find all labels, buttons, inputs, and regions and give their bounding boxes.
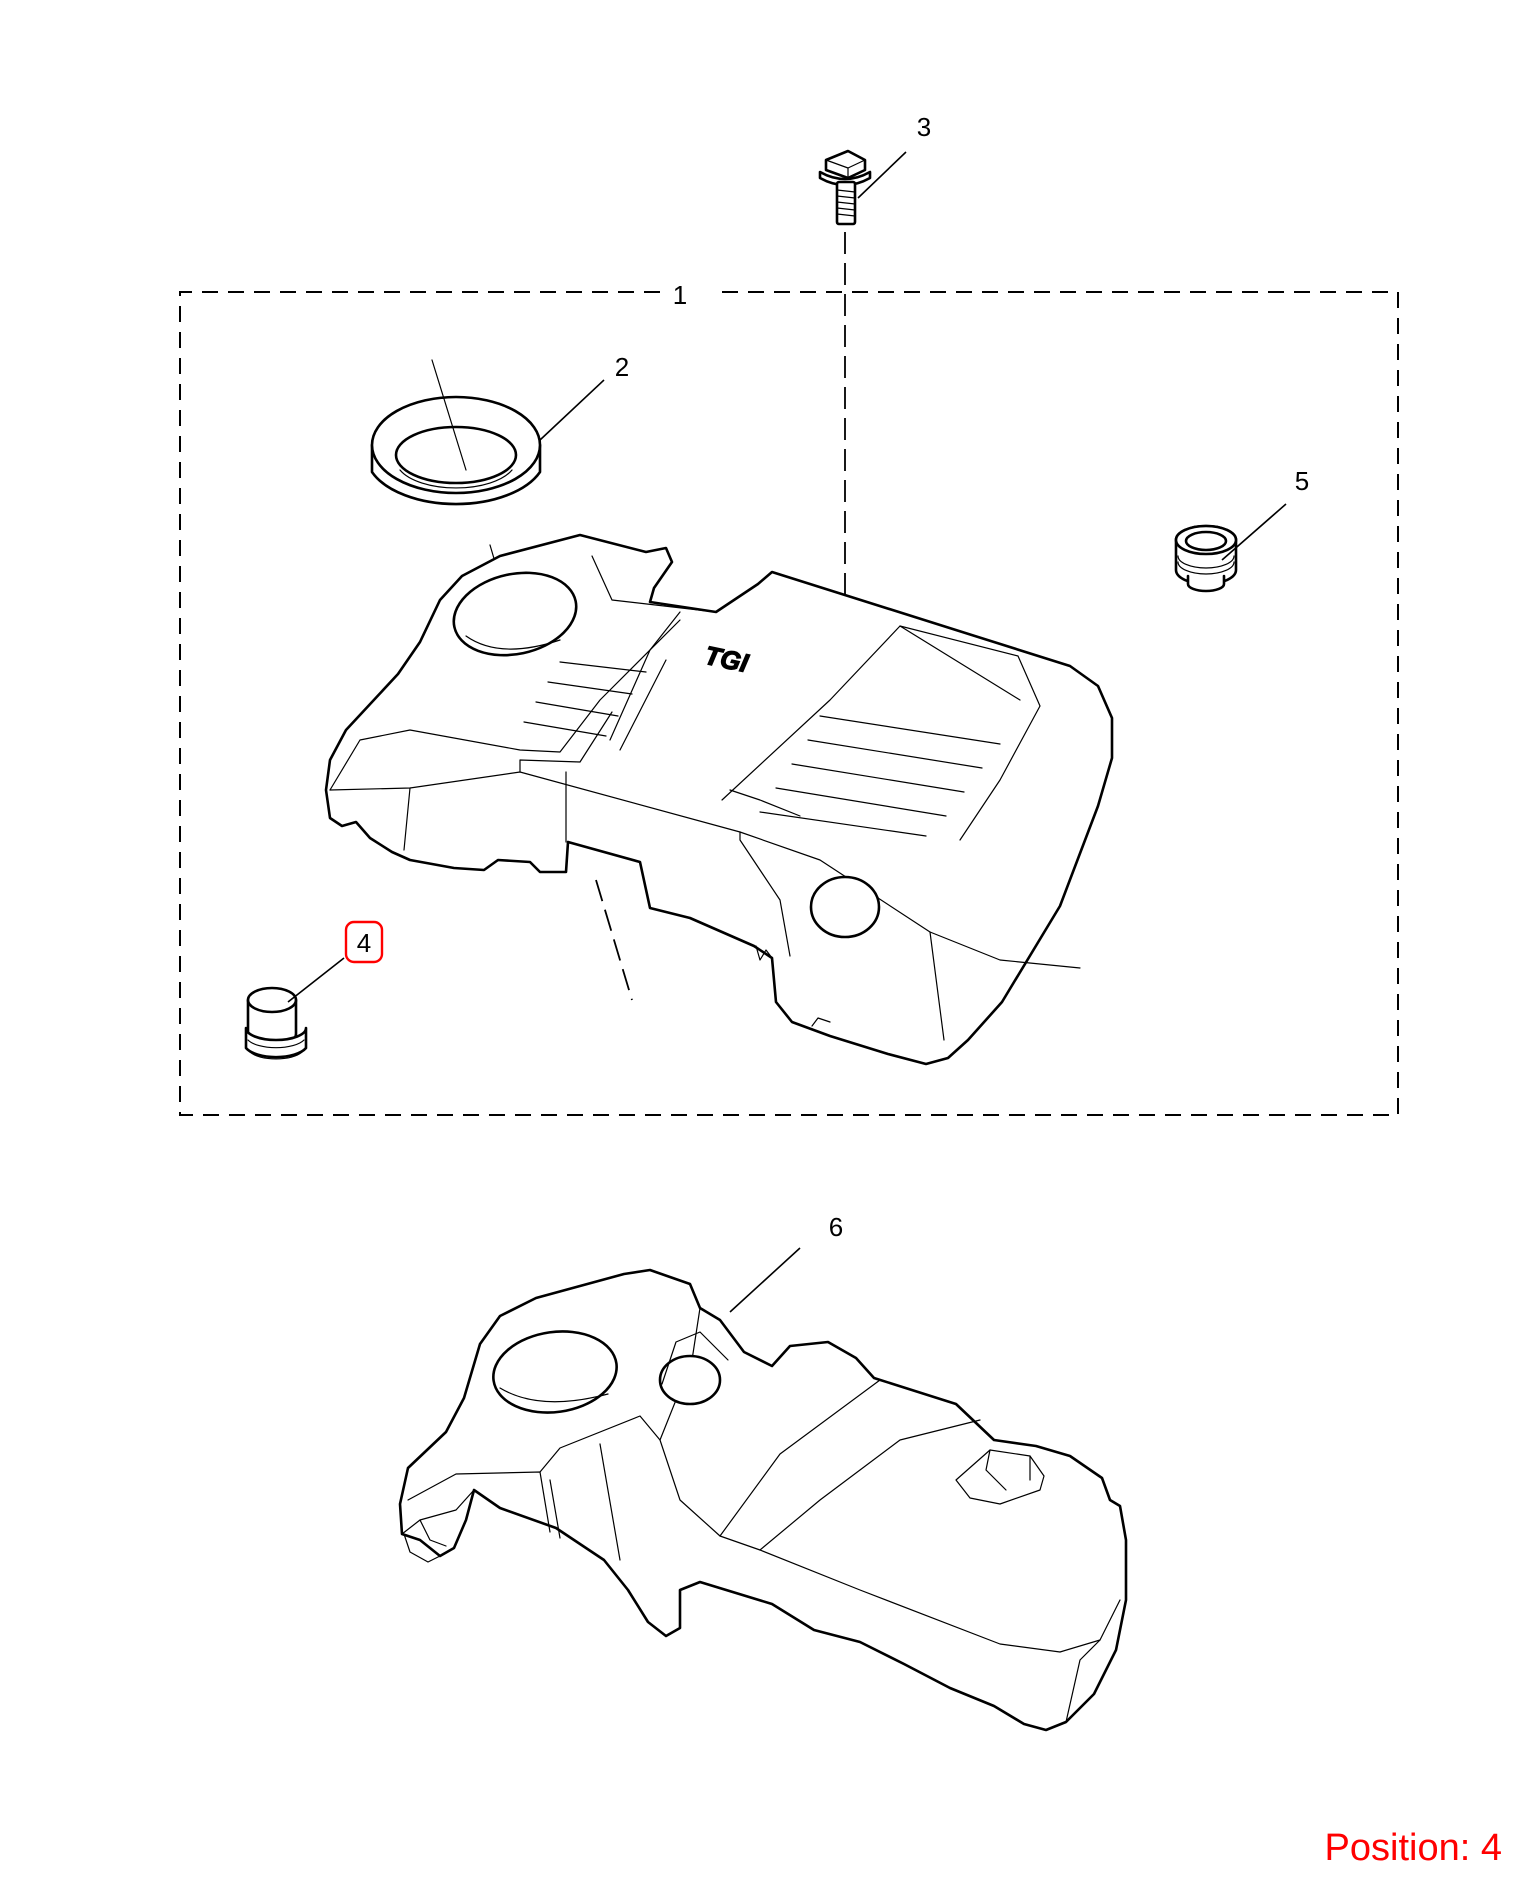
part-6-insulator[interactable] (398, 1268, 1128, 1732)
leader-5 (1221, 503, 1287, 561)
part-5-plug[interactable] (1174, 524, 1238, 593)
position-label: Position: 4 (1324, 1827, 1502, 1869)
leader-4 (287, 957, 345, 1003)
callout-5[interactable]: 5 (1295, 466, 1309, 496)
part-3-bolt[interactable] (818, 149, 872, 226)
callout-4-highlight-box (344, 920, 384, 964)
callout-3[interactable]: 3 (917, 112, 931, 142)
leader-3 (857, 151, 907, 199)
callout-4[interactable]: 4 (357, 928, 371, 958)
part-1-engine-cover[interactable]: TGI (324, 533, 1114, 1066)
callout-6[interactable]: 6 (829, 1212, 843, 1242)
part-4-grommet[interactable] (244, 986, 308, 1060)
leader-2 (539, 379, 605, 441)
callout-2[interactable]: 2 (615, 352, 629, 382)
part-2-seal-ring[interactable] (370, 395, 542, 506)
callout-1[interactable]: 1 (673, 280, 687, 310)
assembly-group-frame (179, 291, 1399, 1116)
leader-6 (729, 1247, 801, 1313)
